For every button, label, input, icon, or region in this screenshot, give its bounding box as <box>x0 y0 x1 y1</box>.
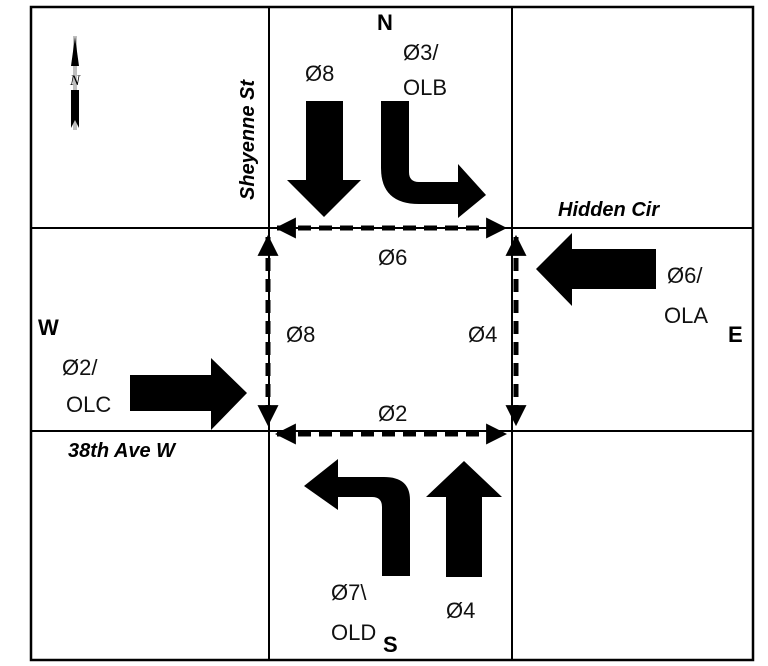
arrow-eb-through-icon <box>130 358 247 430</box>
label-sb-right-line1: Ø3/ <box>403 40 439 65</box>
label-eb-line2: OLC <box>66 392 111 417</box>
label-ped-south: Ø2 <box>378 401 407 426</box>
north-arrow-icon: N <box>69 36 81 130</box>
label-ped-west: Ø8 <box>286 322 315 347</box>
label-sb-right-line2: OLB <box>403 75 447 100</box>
arrow-sb-through-icon <box>287 101 361 217</box>
arrow-nb-left-turn-icon <box>304 459 410 576</box>
street-38th-ave: 38th Ave W <box>68 440 177 462</box>
compass-east: E <box>728 322 743 347</box>
north-arrow-letter: N <box>69 73 81 89</box>
label-wb-line2: OLA <box>664 303 708 328</box>
compass-north: N <box>377 10 393 35</box>
street-hidden-cir: Hidden Cir <box>558 199 660 221</box>
street-sheyenne: Sheyenne St <box>237 79 259 200</box>
arrow-sb-right-turn-icon <box>381 101 486 218</box>
arrow-nb-through-icon <box>426 461 502 577</box>
label-nb-through: Ø4 <box>446 598 475 623</box>
label-nb-left-line2: OLD <box>331 620 376 645</box>
label-ped-east: Ø4 <box>468 322 497 347</box>
arrow-wb-through-icon <box>536 233 656 306</box>
label-sb-through: Ø8 <box>305 61 334 86</box>
compass-south: S <box>383 632 398 657</box>
label-ped-north: Ø6 <box>378 245 407 270</box>
label-wb-line1: Ø6/ <box>667 263 703 288</box>
label-eb-line1: Ø2/ <box>62 355 98 380</box>
compass-west: W <box>38 315 59 340</box>
label-nb-left-line1: Ø7\ <box>331 580 367 605</box>
